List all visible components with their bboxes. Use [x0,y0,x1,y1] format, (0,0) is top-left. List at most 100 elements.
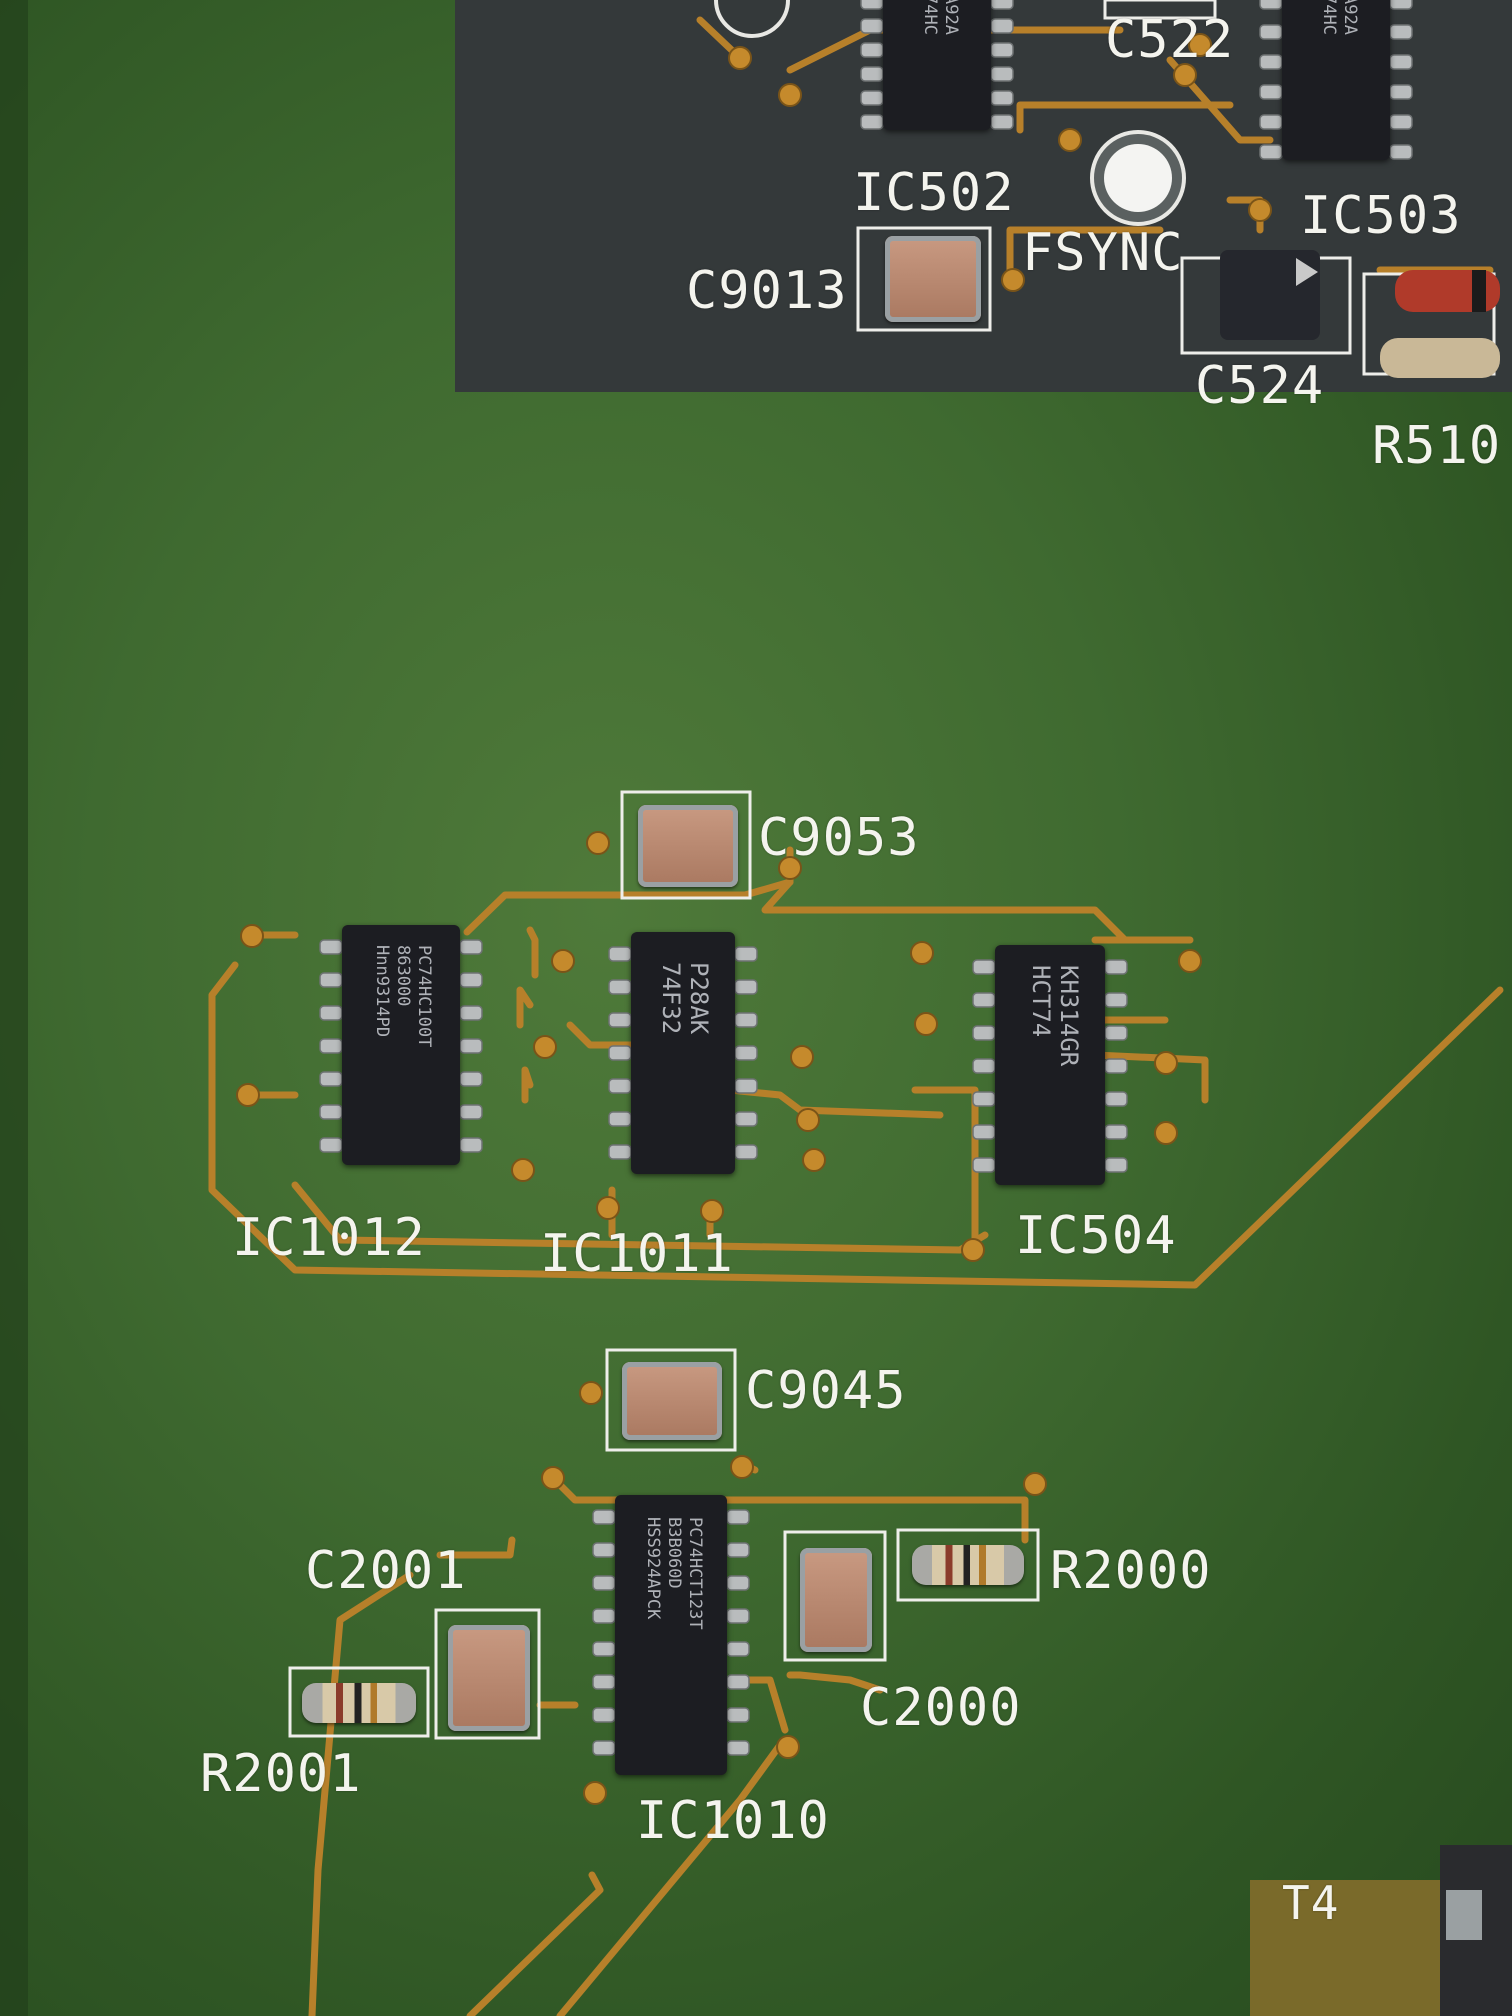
r2001-resistor [302,1683,416,1723]
ic-lead [860,42,884,58]
ic-lead [1104,1025,1128,1041]
ic-lead [726,1509,750,1525]
ic-lead [319,939,343,955]
ic-lead [726,1641,750,1657]
ic-lead [1259,84,1283,100]
ic-lead [1389,114,1413,130]
label-c2001: C2001 [305,1541,467,1601]
ic1010-marking: PC74HCT123T B3B060D HSS924APCK [643,1517,705,1630]
ic-lead [972,992,996,1008]
board-edge [0,0,28,2016]
ic-lead [972,1091,996,1107]
ic504-marking: KH314GR HCT74 [1027,965,1083,1067]
ic-lead [1104,959,1128,975]
ic-lead [1389,54,1413,70]
top-test-pad [714,0,790,38]
ic-lead [860,90,884,106]
label-r2000: R2000 [1050,1541,1212,1601]
c2001-capacitor [448,1625,530,1731]
label-ic502: IC502 [853,163,1015,223]
ic-lead [459,1137,483,1153]
ic503-marking: A92A 74HC [1319,0,1360,35]
ic-lead [734,1045,758,1061]
ic-lead [990,18,1014,34]
ic-lead [734,1144,758,1160]
r510-body [1380,338,1500,378]
ic503-chip: A92A 74HC [1282,0,1390,160]
label-c522: C522 [1105,10,1235,70]
ic-lead [608,1078,632,1094]
ic-lead [592,1674,616,1690]
label-c2000: C2000 [860,1678,1022,1738]
ic-lead [459,1038,483,1054]
ic-lead [1104,992,1128,1008]
ic-lead [592,1509,616,1525]
label-ic1012: IC1012 [232,1208,426,1268]
ic-lead [608,979,632,995]
diode-band [1472,270,1486,312]
ic1012-marking: PC74HC100T 863000 Hnn9314PD [372,945,434,1048]
ic-lead [972,959,996,975]
ic-lead [726,1740,750,1756]
ic-lead [1389,24,1413,40]
ic-lead [459,1005,483,1021]
ic-lead [990,66,1014,82]
ic-lead [592,1707,616,1723]
ic-lead [1259,144,1283,160]
ic-lead [1389,84,1413,100]
ic-lead [459,972,483,988]
ic-lead [1389,144,1413,160]
c9045-capacitor [622,1362,722,1440]
ic-lead [990,114,1014,130]
ic-lead [972,1058,996,1074]
label-r510: R510 [1372,416,1502,476]
ic-lead [608,946,632,962]
ic-lead [1389,0,1413,10]
label-c9053: C9053 [758,808,920,868]
vias [236,33,1272,1805]
ic-lead [1259,24,1283,40]
ic-lead [459,1071,483,1087]
ic-lead [1104,1058,1128,1074]
ic-lead [319,1071,343,1087]
ic-lead [734,1012,758,1028]
label-c9013: C9013 [686,261,848,321]
ic-leads [319,0,1413,1756]
ic502-chip: A92A 74HC [883,0,991,130]
ic-lead [972,1157,996,1173]
c9013-capacitor [885,236,981,322]
ic1010-chip: PC74HCT123T B3B060D HSS924APCK [615,1495,727,1775]
c2000-capacitor [800,1548,872,1652]
label-fsync: FSYNC [1022,223,1184,283]
ic-lead [459,939,483,955]
ic-lead [592,1641,616,1657]
ic1012-chip: PC74HC100T 863000 Hnn9314PD [342,925,460,1165]
ic-lead [592,1740,616,1756]
ic-lead [319,972,343,988]
ic-lead [1104,1124,1128,1140]
ic-lead [972,1025,996,1041]
ic-lead [608,1111,632,1127]
ic-lead [860,66,884,82]
label-c9045: C9045 [745,1361,907,1421]
ic-lead [726,1674,750,1690]
ic-lead [726,1575,750,1591]
ic-lead [990,90,1014,106]
label-ic504: IC504 [1015,1206,1177,1266]
ic-lead [726,1707,750,1723]
r2000-resistor [912,1545,1024,1585]
label-ic503: IC503 [1300,186,1462,246]
label-c524: C524 [1195,356,1325,416]
ic-lead [608,1144,632,1160]
ic-lead [592,1575,616,1591]
ic-lead [860,18,884,34]
ic-lead [1259,54,1283,70]
ic502-marking: A92A 74HC [920,0,961,35]
ic-lead [734,946,758,962]
label-r2001: R2001 [200,1744,362,1804]
ic-lead [1104,1091,1128,1107]
ic-lead [1259,0,1283,10]
t4-lead [1446,1890,1482,1940]
ic1011-chip: P28AK 74F32 [631,932,735,1174]
ic-lead [1104,1157,1128,1173]
